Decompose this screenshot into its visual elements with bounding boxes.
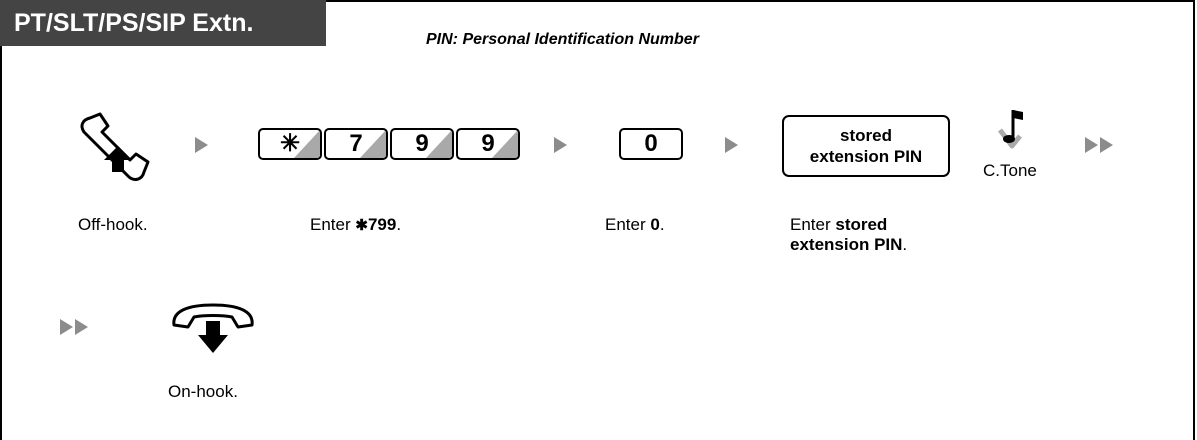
off-hook-handset-icon [80,112,150,181]
continue-arrow [75,319,88,335]
enter-zero-label: Enter 0. [605,215,665,234]
key-0: 0 [619,128,683,160]
step-arrow [554,137,567,153]
continue-arrow [1100,137,1113,153]
star-key: ✳ [258,128,322,160]
c-tone-label: C.Tone [983,161,1037,180]
offhook-label: Off-hook. [78,215,148,234]
confirmation-tone-icon [998,110,1023,149]
on-hook-handset-icon [172,303,254,353]
header-title: PT/SLT/PS/SIP Extn. [0,0,326,46]
stored-extension-pin-box: stored extension PIN [782,115,950,177]
continue-arrow [60,319,73,335]
enter-pin-label: Enter stored extension PIN. [790,215,908,254]
continue-arrow [1085,137,1098,153]
enter-code-label: Enter ✱799. [310,215,402,234]
step-arrow [725,137,738,153]
stored-box-line2: extension PIN [809,147,923,166]
key-7: 7 [324,128,388,160]
key-9: 9 [456,128,520,160]
stored-box-line1: stored [840,126,892,145]
onhook-label: On-hook. [168,382,238,401]
key-9: 9 [390,128,454,160]
header-subtitle: PIN: Personal Identification Number [426,31,699,48]
step-arrow [195,137,208,153]
